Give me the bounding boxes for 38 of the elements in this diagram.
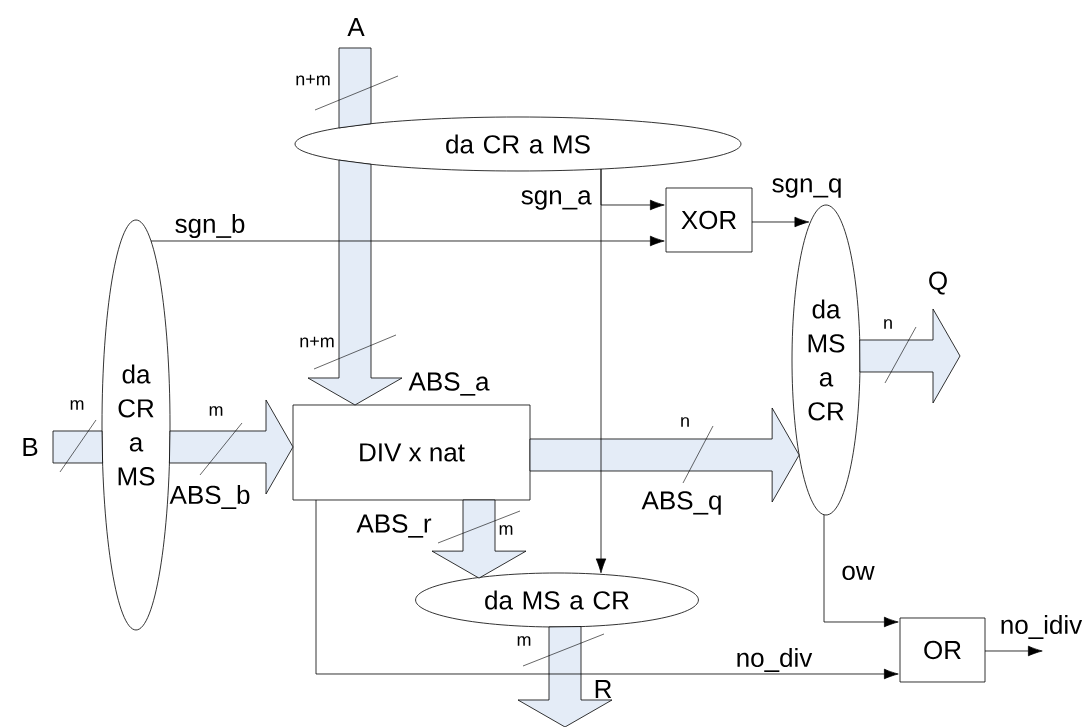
bus-arrow xyxy=(431,499,527,579)
signal-arrow xyxy=(315,499,899,680)
signal-arrow xyxy=(823,514,899,628)
signal-label: ow xyxy=(841,565,875,581)
bus-arrow xyxy=(859,308,961,404)
bus-width-label: m xyxy=(499,525,513,535)
signal-label: no_div xyxy=(735,648,813,672)
bus-width-label: n+m xyxy=(296,74,330,86)
bus-width-label: n xyxy=(681,417,689,427)
signal-label: sgn_a xyxy=(520,190,592,210)
output-name: R xyxy=(595,680,612,698)
signal-name: A xyxy=(347,18,365,36)
signal-label: sgn_q xyxy=(771,178,843,198)
bus-width-label: m xyxy=(209,406,223,416)
signal-label: ABS_a xyxy=(408,372,490,396)
bus-arrow xyxy=(529,407,800,503)
signal-label: ABS_q xyxy=(641,491,723,515)
signal-arrow xyxy=(150,235,665,247)
block-box: XOR xyxy=(665,187,753,253)
bus-width-label: n xyxy=(884,319,892,329)
bus-arrow xyxy=(338,47,372,129)
bus-arrow xyxy=(517,626,613,727)
signal-name: B xyxy=(23,438,38,456)
output-name: Q xyxy=(929,271,947,295)
signal-label: ABS_b xyxy=(169,485,251,509)
bus-width-label: m xyxy=(70,400,84,410)
signal-label: no_idiv xyxy=(999,615,1083,639)
bus-arrow xyxy=(307,159,403,406)
signal-arrow xyxy=(751,216,810,228)
bus-width-label: n+m xyxy=(300,336,334,348)
block-box: OR xyxy=(899,617,986,683)
block-box: DIV x nat xyxy=(292,404,531,501)
bus-arrow xyxy=(169,399,294,495)
signal-arrow xyxy=(595,168,607,574)
signal-arrow xyxy=(984,645,1043,657)
bus-arrow xyxy=(52,430,103,464)
signal-label: ABS_r xyxy=(356,514,432,538)
signal-label: sgn_b xyxy=(174,213,246,239)
